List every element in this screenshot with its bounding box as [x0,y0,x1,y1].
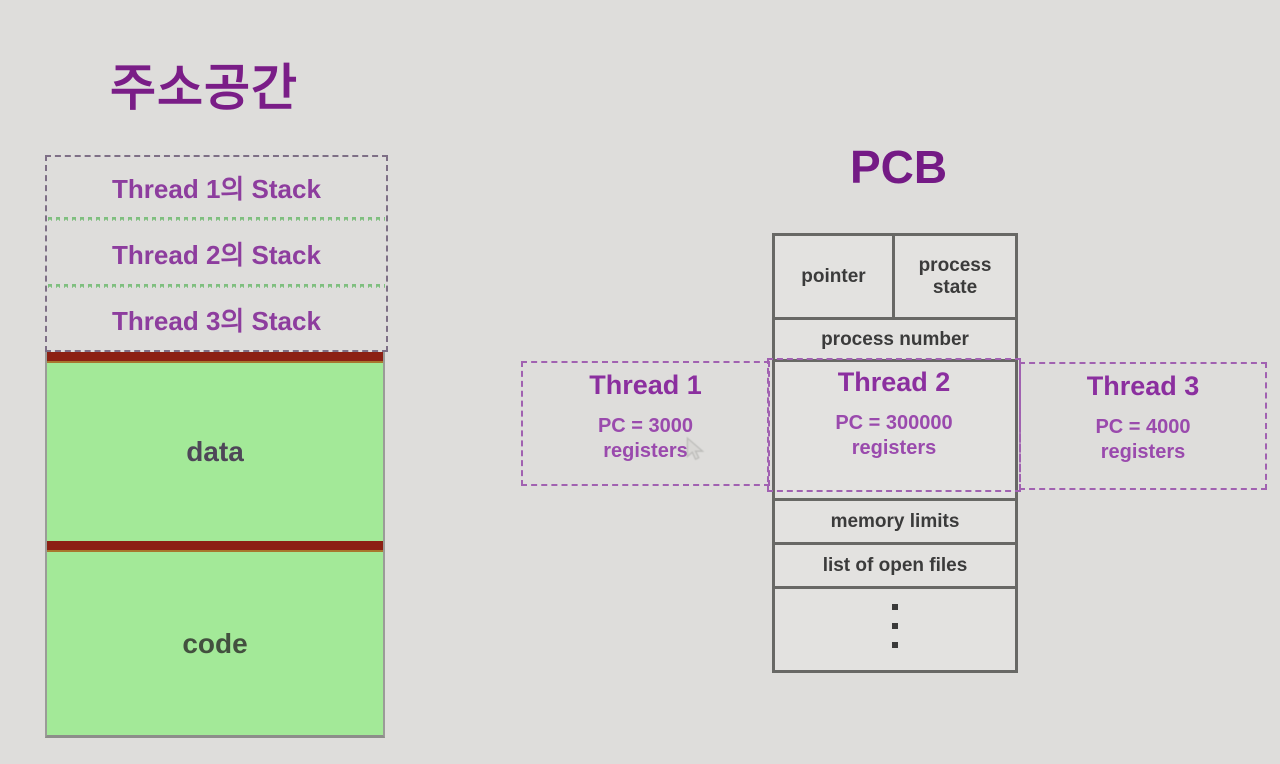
code-segment: code [47,552,383,735]
pcb-memory-limits-cell: memory limits [775,498,1015,542]
address-space-title: 주소공간 [110,60,298,116]
ellipsis-dot [892,623,898,629]
ellipsis-dot [892,642,898,648]
memory-segments: data code [45,352,385,738]
red-divider-bar [47,352,383,363]
ellipsis-dot [892,604,898,610]
thread2-stack-label: Thread 2의 Stack [112,239,321,270]
thread3-name: Thread 3 [1086,371,1200,401]
thread1-registers: registers [603,440,688,462]
thread3-registers: registers [1100,441,1186,463]
thread2-registers: registers [851,437,937,459]
pcb-pointer-cell: pointer [775,236,895,317]
pcb-process-state-cell: process state [918,254,992,298]
thread1-stack-label: Thread 1의 Stack [112,173,321,204]
thread3-context-box: Thread 3 PC = 4000 registers [1019,362,1267,490]
thread1-context-box: Thread 1 PC = 3000 registers [521,361,770,486]
red-divider-bar [47,541,383,552]
thread2-name: Thread 2 [837,367,951,397]
mouse-cursor-icon [682,436,708,467]
pcb-row-pointer-state: pointer process state [775,236,1015,317]
thread1-name: Thread 1 [589,370,702,400]
data-segment-label: data [186,436,244,467]
thread3-stack-label: Thread 3의 Stack [112,306,321,337]
thread2-context-box: Thread 2 PC = 300000 registers [767,358,1021,492]
pcb-open-files-cell: list of open files [775,542,1015,586]
zigzag-divider [48,283,385,290]
thread-stacks-box: Thread 1의 Stack Thread 2의 Stack Thread 3… [45,155,388,352]
pcb-table: pointer process state process number mem… [772,233,1018,673]
pcb-ellipsis-row [775,586,1015,670]
thread3-pc: PC = 4000 [1095,416,1191,438]
pcb-process-number-cell: process number [775,317,1015,359]
data-segment: data [47,363,383,541]
thread2-pc: PC = 300000 [835,412,953,434]
zigzag-divider [48,217,385,224]
code-segment-label: code [182,627,248,659]
thread1-pc: PC = 3000 [597,415,694,437]
pcb-title: PCB [850,141,948,193]
pcb-registers-region [775,359,1015,498]
